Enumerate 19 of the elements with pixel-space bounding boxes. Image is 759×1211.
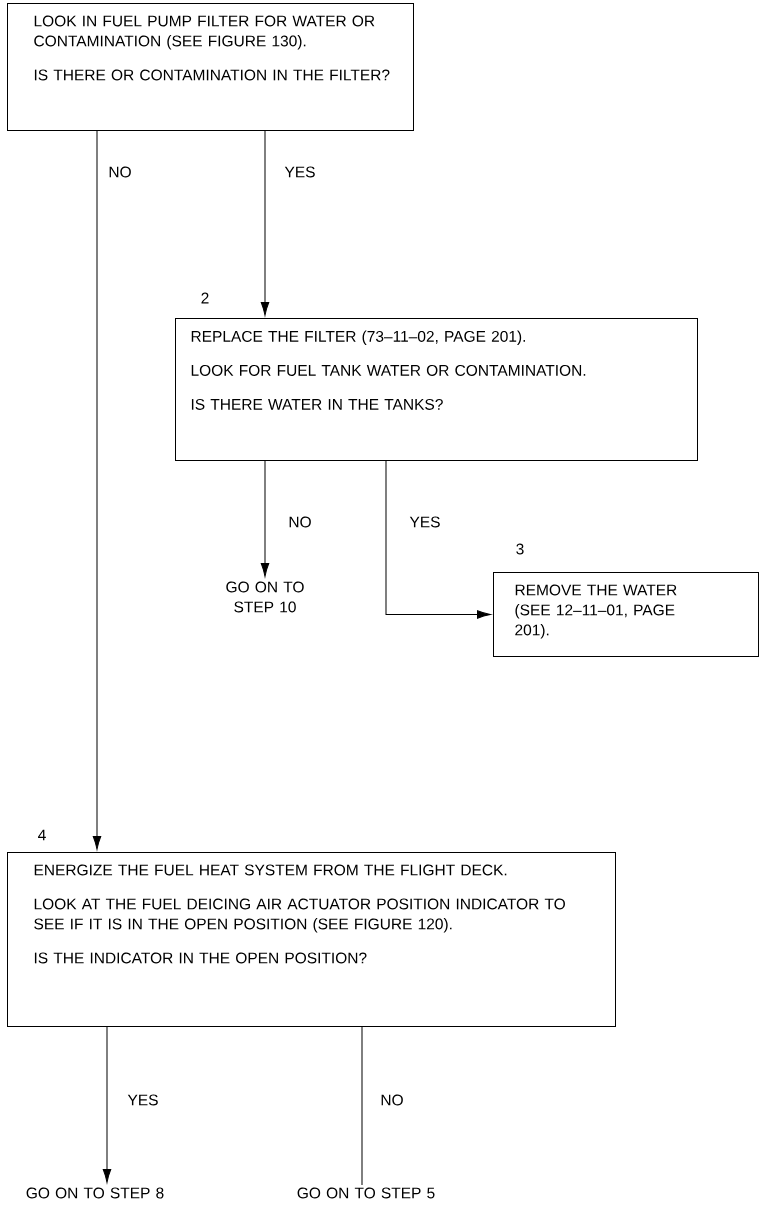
arrow	[260, 460, 270, 577]
edge-label: NO	[289, 516, 311, 528]
process-box: LOOK IN FUEL PUMP FILTER FOR WATER OR CONTAMINATION (SEE FIGURE 130). IS THERE OR CONTAMINATION IN THE FILTER?	[7, 3, 414, 131]
step-number: 2	[201, 292, 209, 304]
edge-label: NO	[381, 1094, 403, 1106]
arrow	[102, 1026, 112, 1183]
edge-label: NO	[109, 166, 131, 178]
step-reference: GO ON TO STEP 10	[226, 581, 304, 613]
step-number: 4	[38, 829, 46, 841]
step-reference: GO ON TO STEP 8	[26, 1187, 164, 1199]
edge-label: YES	[284, 166, 315, 178]
step-number: 3	[516, 543, 524, 555]
process-box: ENERGIZE THE FUEL HEAT SYSTEM FROM THE FLIGHT DECK. LOOK AT THE FUEL DEICING AIR ACTUATOR POSITION INDICATOR TO SEE IF IT IS IN THE OPEN POSITION (SEE FIGURE 120). IS THE INDICATOR IN THE OPEN POSITION?	[7, 852, 616, 1027]
arrow	[92, 130, 102, 850]
step-reference: GO ON TO STEP 5	[297, 1187, 435, 1199]
process-box: REPLACE THE FILTER (73–11–02, PAGE 201). LOOK FOR FUEL TANK WATER OR CONTAMINATION. IS THERE WATER IN THE TANKS?	[175, 318, 698, 461]
process-box: REMOVE THE WATER (SEE 12–11–01, PAGE 201).	[493, 572, 759, 657]
arrow	[260, 130, 270, 316]
edge-label: YES	[127, 1094, 158, 1106]
